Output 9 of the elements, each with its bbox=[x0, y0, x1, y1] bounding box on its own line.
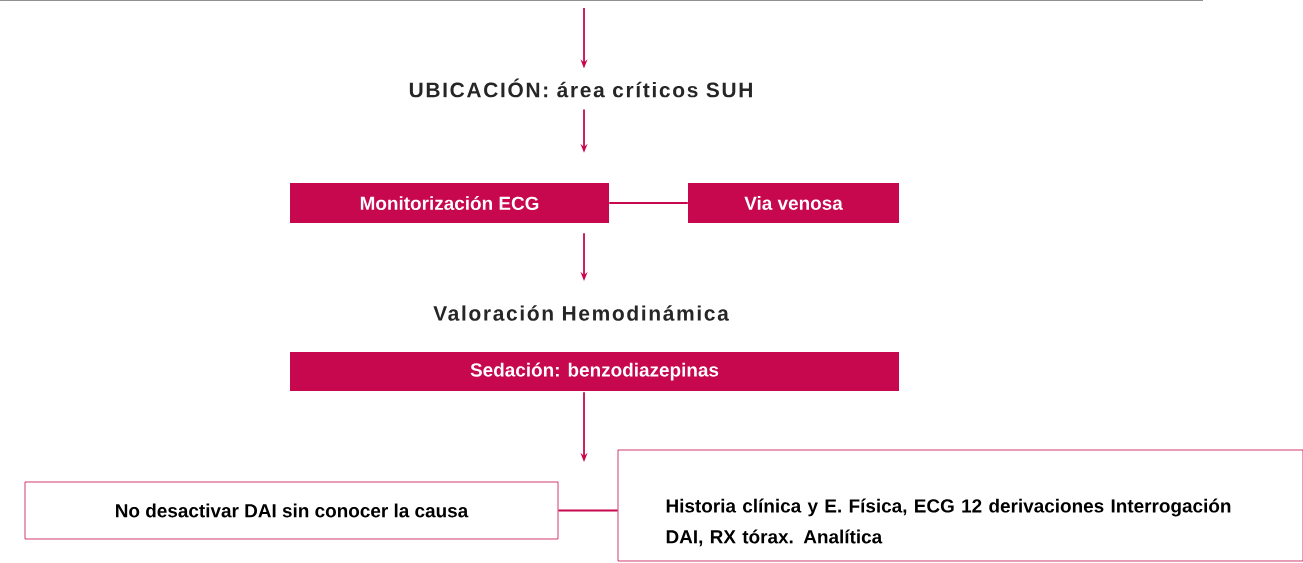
process-box: Via venosa bbox=[688, 183, 899, 223]
text-label: UBICACIÓN: área críticos SUH bbox=[409, 78, 752, 98]
info-box: Historia clínica y E. Física, ECG 12 derivaciones Interrogación DAI, RX tórax. Analítica bbox=[617, 449, 1303, 562]
connector-line bbox=[557, 509, 619, 512]
process-box: Monitorización ECG bbox=[290, 183, 609, 223]
text-label: Valoración Hemodinámica bbox=[433, 305, 729, 321]
process-box: Sedación: benzodiazepinas bbox=[290, 352, 899, 391]
connector-line bbox=[608, 202, 689, 204]
note-box: No desactivar DAI sin conocer la causa bbox=[24, 481, 559, 540]
